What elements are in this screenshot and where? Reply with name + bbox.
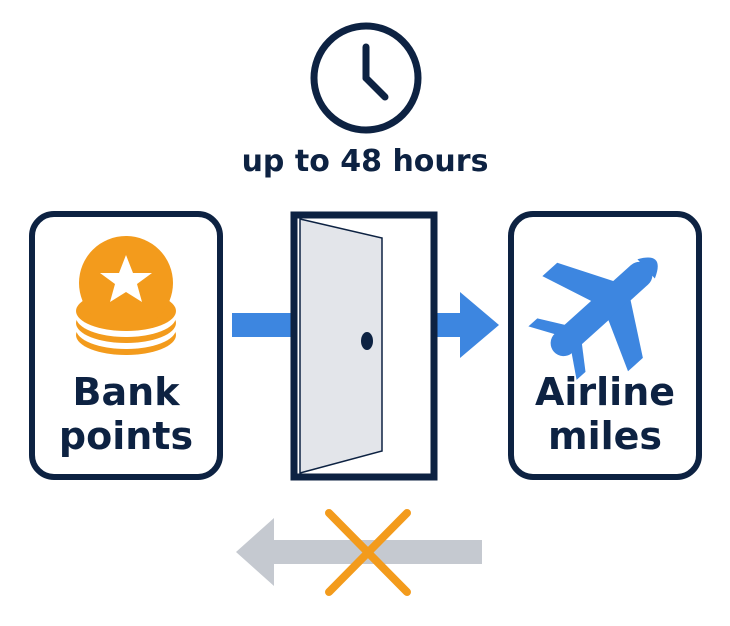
door-knob [361, 332, 373, 350]
airline-miles-line2: miles [547, 414, 663, 458]
airplane-icon [528, 257, 658, 380]
bank-points-line1: Bank [72, 370, 180, 414]
star-icon [100, 255, 152, 302]
airline-miles-line1: Airline [534, 370, 676, 414]
bank-points-label: Bank points [30, 370, 222, 458]
clock-icon [310, 22, 422, 134]
transfer-time-label: up to 48 hours [241, 144, 489, 179]
cross-icon [325, 509, 411, 596]
coin-stack-icon [76, 236, 176, 355]
door-icon [290, 211, 438, 481]
bank-points-line2: points [58, 414, 194, 458]
airline-miles-label: Airline miles [509, 370, 701, 458]
left-arrow-icon [236, 518, 482, 586]
